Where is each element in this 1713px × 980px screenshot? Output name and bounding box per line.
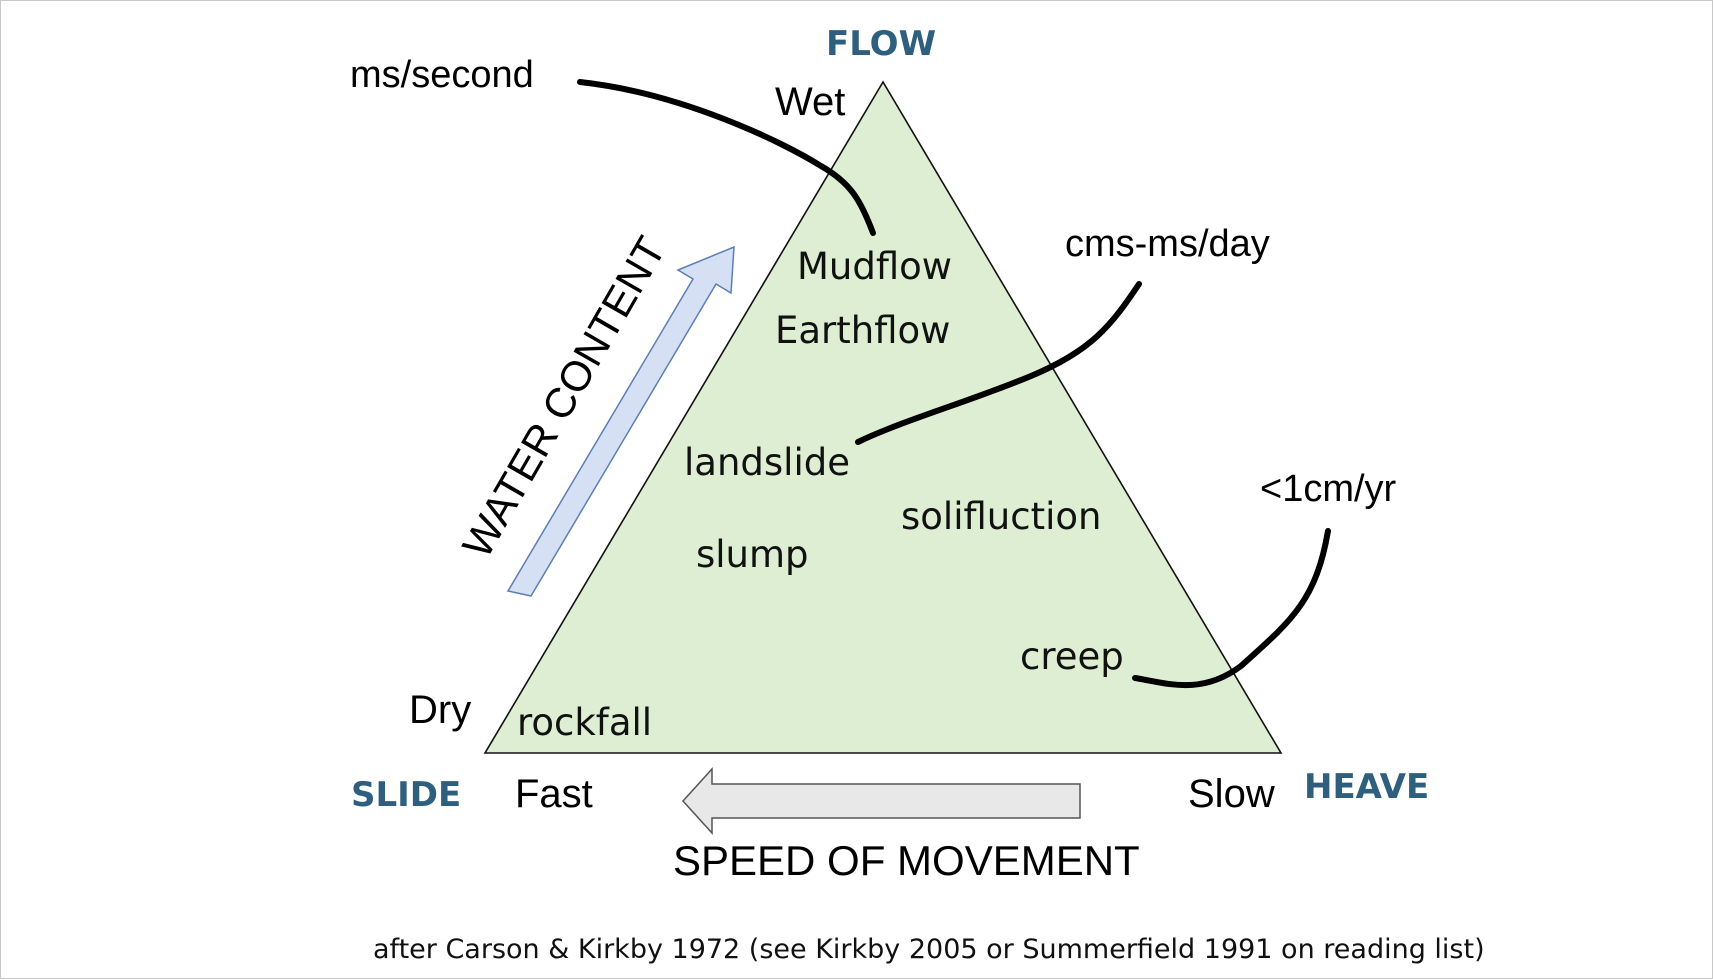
rate-curve-cms-ms-day [855, 281, 1142, 445]
rate-label-cms-ms-day: cms-ms/day [1065, 223, 1270, 265]
process-label-rockfall: rockfall [517, 701, 652, 744]
process-label-earthflow: Earthflow [775, 309, 950, 352]
slow-label: Slow [1188, 772, 1275, 816]
rate-label-ms-second: ms/second [350, 54, 534, 96]
water-content-arrow [506, 245, 735, 597]
process-label-slump: slump [696, 533, 809, 576]
rate-label-1cm-yr: <1cm/yr [1260, 468, 1397, 510]
rate-curve-ms-second [577, 79, 876, 236]
process-label-solifluction: solifluction [901, 495, 1101, 538]
speed-of-movement-arrow [681, 767, 1081, 835]
dry-label: Dry [409, 688, 471, 732]
corner-label-flow: FLOW [826, 24, 936, 64]
process-label-mudflow: Mudflow [797, 245, 952, 288]
process-label-landslide: landslide [684, 441, 850, 484]
corner-label-slide: SLIDE [351, 775, 461, 815]
source-credit: after Carson & Kirkby 1972 (see Kirkby 2… [373, 934, 1485, 965]
rate-curve-1cm-yr [1132, 528, 1331, 689]
fast-label: Fast [515, 772, 593, 816]
classification-triangle [483, 80, 1283, 754]
speed-of-movement-label: SPEED OF MOVEMENT [673, 837, 1140, 884]
process-label-creep: creep [1020, 635, 1124, 678]
wet-label: Wet [775, 80, 845, 124]
corner-label-heave: HEAVE [1304, 767, 1429, 807]
